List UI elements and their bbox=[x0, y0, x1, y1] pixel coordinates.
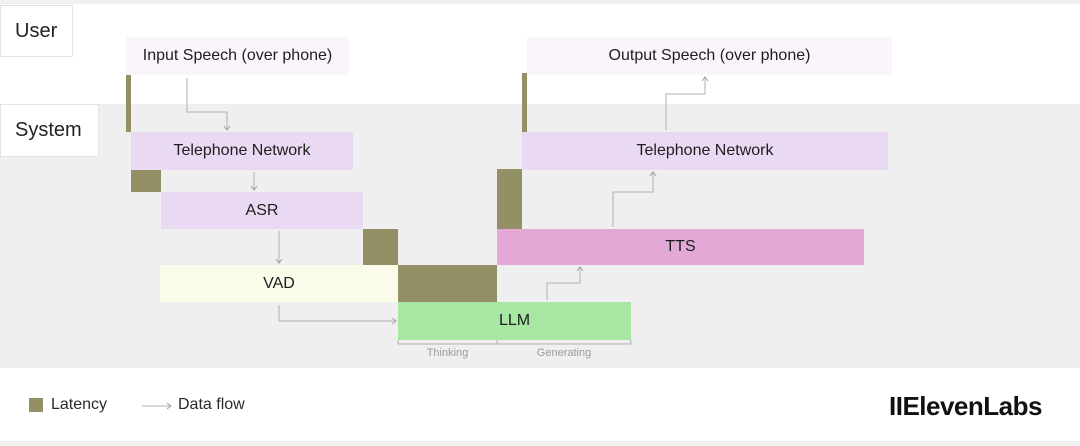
latency-block-tts bbox=[497, 169, 522, 229]
arrowhead-llm bbox=[391, 317, 397, 325]
tts-label: TTS bbox=[665, 238, 696, 255]
bottom-divider bbox=[0, 441, 1080, 446]
llm-label: LLM bbox=[498, 312, 531, 329]
elevenlabs-logo: IIElevenLabs bbox=[889, 391, 1042, 421]
arrow-input-to-telephone bbox=[186, 78, 228, 129]
telephone-network-in-label: Telephone Network bbox=[173, 142, 311, 159]
data-flow-legend-arrowhead bbox=[166, 402, 172, 410]
latency-swatch bbox=[29, 398, 43, 412]
arrowhead-vad bbox=[275, 258, 283, 264]
legend-data-flow-label: Data flow bbox=[178, 396, 245, 413]
arrowhead-telephone-out bbox=[649, 171, 657, 177]
input-speech-node: Input Speech (over phone) bbox=[126, 37, 349, 75]
user-lane-label: User bbox=[0, 5, 73, 57]
arrow-telephone-to-output bbox=[665, 78, 706, 130]
arrow-llm-to-tts bbox=[546, 268, 581, 300]
asr-label: ASR bbox=[245, 201, 279, 219]
llm-node: LLM bbox=[398, 302, 631, 340]
arrowhead-asr bbox=[250, 185, 258, 191]
legend-data-flow: Data flow bbox=[178, 396, 245, 414]
legend-latency-label: Latency bbox=[51, 396, 108, 413]
telephone-network-out-label: Telephone Network bbox=[636, 142, 774, 159]
llm-thinking-label: Thinking bbox=[426, 347, 469, 359]
llm-generating-bracket bbox=[497, 340, 632, 345]
system-lane-text: System bbox=[15, 119, 82, 141]
telephone-network-out-node: Telephone Network bbox=[522, 132, 888, 170]
system-lane-label: System bbox=[0, 104, 99, 157]
user-lane-text: User bbox=[15, 19, 58, 42]
arrow-vad-to-llm bbox=[278, 305, 395, 322]
telephone-network-in-node: Telephone Network bbox=[131, 132, 353, 170]
arrowhead-telephone-in bbox=[223, 125, 231, 131]
top-divider bbox=[0, 0, 1080, 4]
legend-latency: Latency bbox=[29, 396, 107, 414]
output-speech-node: Output Speech (over phone) bbox=[527, 37, 892, 75]
latency-block-input-speech bbox=[126, 73, 131, 132]
input-speech-label: Input Speech (over phone) bbox=[142, 47, 333, 64]
vad-node: VAD bbox=[160, 265, 398, 302]
llm-generating-label: Generating bbox=[536, 347, 592, 359]
latency-block-telephone-in bbox=[131, 170, 161, 192]
asr-node: ASR bbox=[161, 192, 363, 229]
latency-block-vad bbox=[363, 229, 398, 265]
llm-thinking-bracket bbox=[397, 340, 498, 345]
vad-label: VAD bbox=[263, 274, 295, 292]
tts-node: TTS bbox=[497, 229, 864, 265]
arrowhead-output-speech bbox=[701, 76, 709, 82]
arrowhead-tts bbox=[576, 266, 584, 272]
latency-block-telephone-out bbox=[522, 73, 527, 132]
latency-block-llm-thinking bbox=[398, 265, 497, 302]
output-speech-label: Output Speech (over phone) bbox=[608, 47, 811, 64]
arrow-tts-to-telephone bbox=[612, 173, 654, 227]
